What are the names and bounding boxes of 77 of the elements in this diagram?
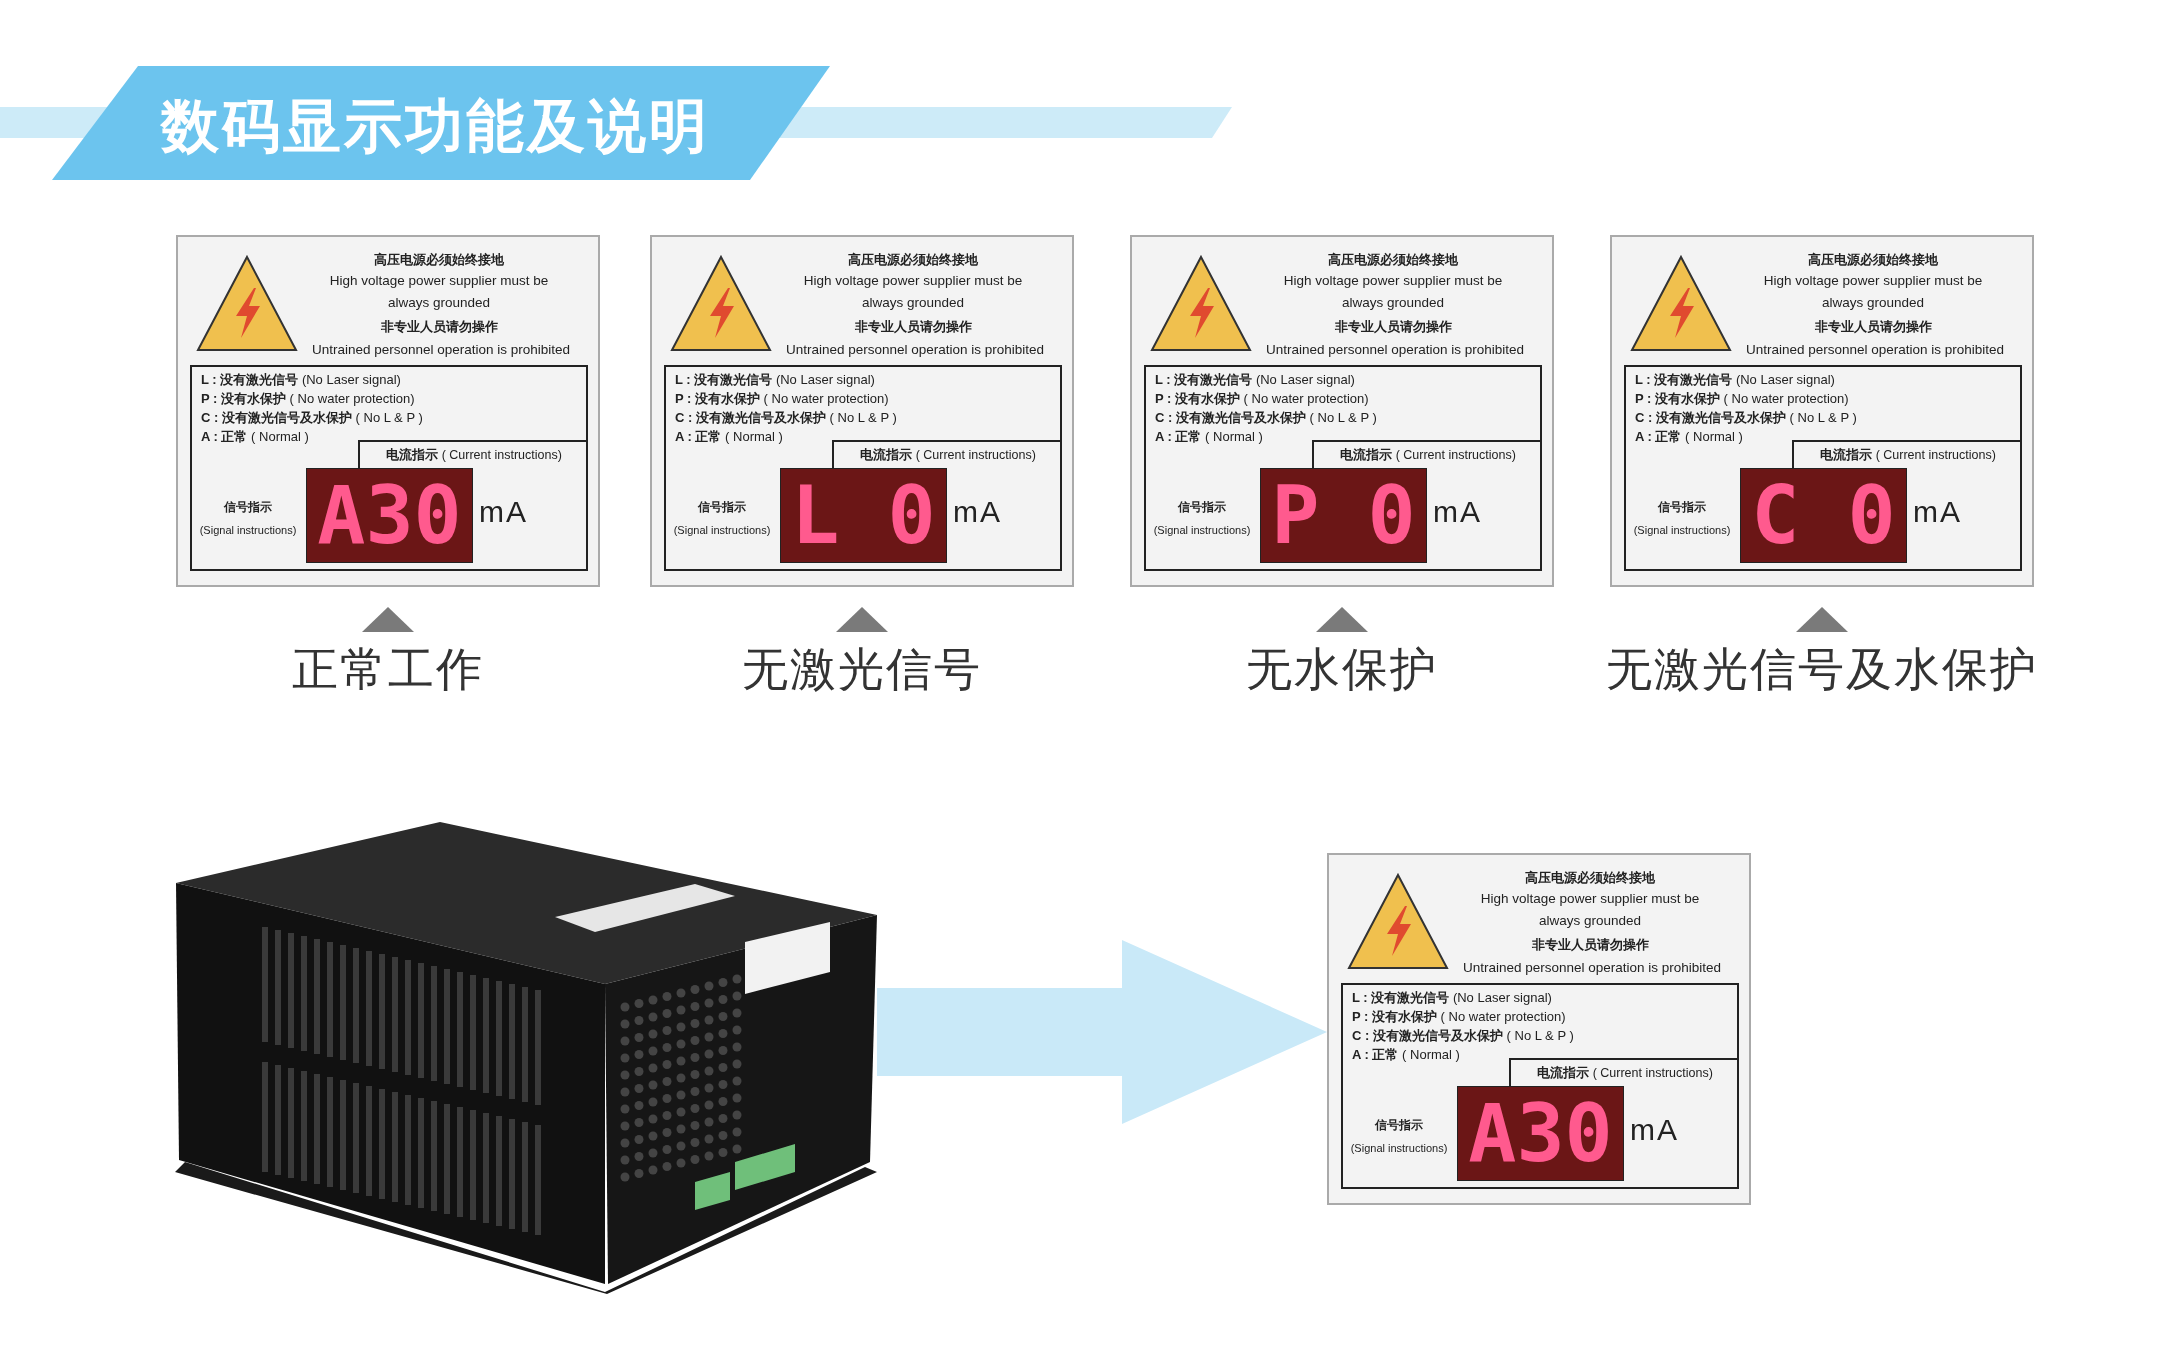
unit-label: mA [1630,1113,1679,1147]
status-line: P : 没有水保护 ( No water protection) [1635,390,1849,408]
status-line: P : 没有水保护 ( No water protection) [1155,390,1369,408]
status-line: A : 正常 ( Normal ) [1635,428,1743,446]
seven-segment-display: L 0 [780,468,947,563]
signal-heading: 信号指示 [1176,499,1227,516]
signal-text: (Signal instructions) [672,524,772,536]
warning-text: High voltage power supplier must be always grounded [1479,890,1701,930]
warning-heading: 非专业人员请勿操作 [853,318,973,336]
signal-text: (Signal instructions) [198,524,298,536]
node-label: 正常工作 [291,642,485,697]
status-line: A : 正常 ( Normal ) [1352,1046,1460,1064]
node-label: 无水保护 [1245,642,1439,697]
status-line: L : 没有激光信号 (No Laser signal) [1352,989,1552,1007]
warning-text: Untrained personnel operation is prohibited [784,341,1046,359]
instruction-box [664,365,1062,571]
seven-segment-display: A30 [306,468,473,563]
warning-heading: 高压电源必须始终接地 [373,251,505,269]
status-line: A : 正常 ( Normal ) [1155,428,1263,446]
node-label: 无激光信号及水保护 [1605,642,2039,697]
signal-text: (Signal instructions) [1152,524,1252,536]
status-line: P : 没有水保护 ( No water protection) [675,390,889,408]
warning-text: Untrained personnel operation is prohibited [1264,341,1526,359]
status-line: A : 正常 ( Normal ) [201,428,309,446]
block-arrow [877,940,1327,1124]
status-line: C : 没有激光信号及水保护 ( No L & P ) [201,409,423,427]
warning-heading: 非专业人员请勿操作 [379,318,499,336]
warning-label-panel [1130,235,1554,587]
unit-label: mA [1913,495,1962,529]
status-line: A : 正常 ( Normal ) [675,428,783,446]
warning-heading: 非专业人员请勿操作 [1333,318,1453,336]
status-line: C : 没有激光信号及水保护 ( No L & P ) [1155,409,1377,427]
warning-label-panel [650,235,1074,587]
node-label: 无激光信号 [741,642,983,697]
instruction-box [1144,365,1542,571]
status-line: L : 没有激光信号 (No Laser signal) [675,371,875,389]
warning-heading: 高压电源必须始终接地 [1327,251,1459,269]
warning-label-panel [176,235,600,587]
signal-heading: 信号指示 [1656,499,1707,516]
status-line: P : 没有水保护 ( No water protection) [1352,1008,1566,1026]
unit-label: mA [479,495,528,529]
warning-text: High voltage power supplier must be always grounded [1282,272,1504,312]
warning-text: High voltage power supplier must be always grounded [1762,272,1984,312]
warning-heading: 高压电源必须始终接地 [1524,869,1656,887]
status-line: L : 没有激光信号 (No Laser signal) [1635,371,1835,389]
warning-heading: 非专业人员请勿操作 [1530,936,1650,954]
signal-heading: 信号指示 [1373,1117,1424,1134]
seven-segment-display: C 0 [1740,468,1907,563]
status-line: C : 没有激光信号及水保护 ( No L & P ) [1352,1027,1574,1045]
unit-label: mA [953,495,1002,529]
seven-segment-display: A30 [1457,1086,1624,1181]
seven-segment-display: P 0 [1260,468,1427,563]
warning-text: Untrained personnel operation is prohibited [1461,959,1723,977]
warning-text: High voltage power supplier must be always grounded [328,272,550,312]
signal-heading: 信号指示 [222,499,273,516]
unit-label: mA [1433,495,1482,529]
power-supply-drawing [175,822,877,1294]
status-line: L : 没有激光信号 (No Laser signal) [201,371,401,389]
warning-label-panel [1610,235,2034,587]
status-line: P : 没有水保护 ( No water protection) [201,390,415,408]
instruction-box [1624,365,2022,571]
warning-heading: 高压电源必须始终接地 [847,251,979,269]
instruction-box [1341,983,1739,1189]
status-line: C : 没有激光信号及水保护 ( No L & P ) [675,409,897,427]
signal-heading: 信号指示 [696,499,747,516]
status-line: C : 没有激光信号及水保护 ( No L & P ) [1635,409,1857,427]
warning-heading: 非专业人员请勿操作 [1813,318,1933,336]
warning-label-panel [1327,853,1751,1205]
title: 数码显示功能及说明 [161,92,710,160]
warning-heading: 高压电源必须始终接地 [1807,251,1939,269]
signal-text: (Signal instructions) [1632,524,1732,536]
warning-text: Untrained personnel operation is prohibited [310,341,572,359]
warning-text: High voltage power supplier must be always grounded [802,272,1024,312]
instruction-box [190,365,588,571]
warning-text: Untrained personnel operation is prohibited [1744,341,2006,359]
status-line: L : 没有激光信号 (No Laser signal) [1155,371,1355,389]
signal-text: (Signal instructions) [1349,1142,1449,1154]
